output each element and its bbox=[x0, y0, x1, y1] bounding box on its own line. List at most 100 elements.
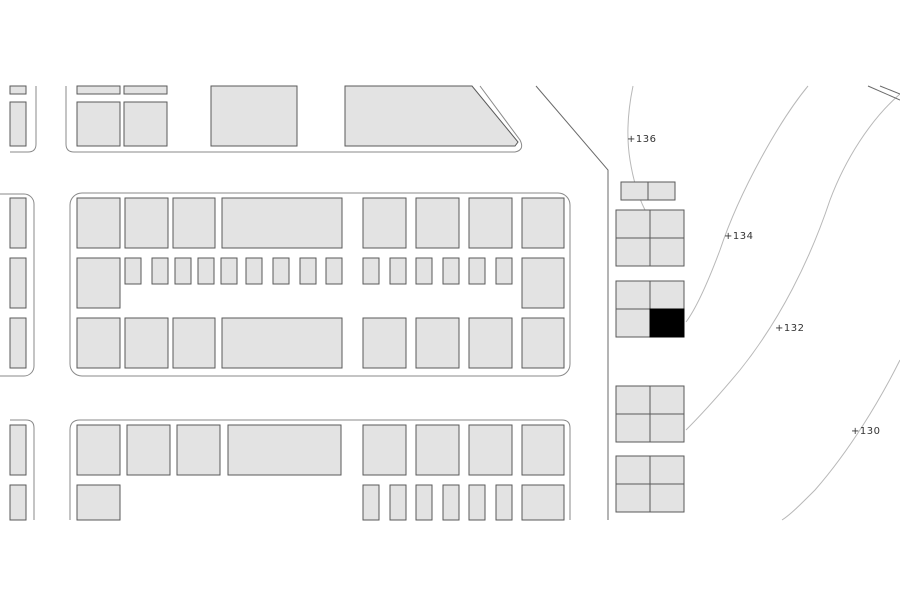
building bbox=[615, 308, 651, 338]
block-west-bottom bbox=[10, 419, 35, 520]
building bbox=[9, 257, 27, 309]
building bbox=[495, 257, 513, 285]
building bbox=[615, 209, 651, 239]
building bbox=[415, 317, 460, 369]
building bbox=[151, 257, 169, 285]
buildings bbox=[9, 85, 685, 521]
building bbox=[9, 197, 27, 249]
building bbox=[389, 484, 407, 521]
block-north bbox=[65, 85, 523, 153]
building bbox=[221, 317, 343, 369]
building bbox=[124, 257, 142, 285]
building bbox=[362, 484, 380, 521]
building bbox=[521, 317, 565, 369]
contour-130 bbox=[781, 359, 900, 521]
building bbox=[649, 385, 685, 415]
building bbox=[362, 257, 380, 285]
building bbox=[521, 484, 565, 521]
building bbox=[9, 101, 27, 147]
building bbox=[9, 317, 27, 369]
building bbox=[123, 101, 168, 147]
roads bbox=[535, 85, 900, 520]
building bbox=[615, 483, 651, 513]
road-northeast bbox=[867, 85, 900, 101]
building bbox=[172, 197, 216, 249]
building bbox=[344, 85, 519, 147]
building bbox=[495, 484, 513, 521]
building bbox=[649, 209, 685, 239]
building bbox=[521, 197, 565, 249]
building bbox=[615, 413, 651, 443]
building bbox=[76, 85, 121, 95]
elevation-label-132: +132 bbox=[775, 323, 804, 334]
elevation-labels: +136 +134 +132 +130 bbox=[627, 134, 880, 437]
block-south bbox=[69, 419, 571, 520]
building bbox=[649, 237, 685, 267]
building bbox=[649, 483, 685, 513]
building bbox=[615, 237, 651, 267]
building bbox=[325, 257, 343, 285]
building bbox=[220, 257, 238, 285]
building bbox=[521, 257, 565, 309]
building bbox=[76, 101, 121, 147]
building bbox=[9, 85, 27, 95]
elevation-label-134: +134 bbox=[724, 231, 753, 242]
building bbox=[415, 197, 460, 249]
contour-132 bbox=[685, 93, 900, 431]
building bbox=[124, 317, 169, 369]
elevation-label-130: +130 bbox=[851, 426, 880, 437]
building bbox=[174, 257, 192, 285]
building bbox=[442, 484, 460, 521]
building bbox=[272, 257, 290, 285]
building bbox=[124, 197, 169, 249]
building bbox=[176, 424, 221, 476]
building bbox=[468, 197, 513, 249]
building bbox=[76, 317, 121, 369]
building bbox=[389, 257, 407, 285]
building bbox=[468, 257, 486, 285]
building bbox=[172, 317, 216, 369]
contour-134 bbox=[685, 85, 809, 323]
elevation-label-136: +136 bbox=[627, 134, 656, 145]
building bbox=[126, 424, 171, 476]
building bbox=[415, 424, 460, 476]
building bbox=[620, 181, 649, 201]
building bbox=[362, 424, 407, 476]
building bbox=[9, 484, 27, 521]
building bbox=[197, 257, 215, 285]
building bbox=[442, 257, 460, 285]
building bbox=[362, 317, 407, 369]
building bbox=[647, 181, 676, 201]
building bbox=[468, 424, 513, 476]
building bbox=[415, 257, 433, 285]
building bbox=[299, 257, 317, 285]
building bbox=[210, 85, 298, 147]
block-west-top bbox=[10, 86, 37, 153]
road-northeast-2 bbox=[879, 85, 900, 95]
building bbox=[649, 455, 685, 485]
block-central bbox=[69, 192, 571, 377]
building bbox=[362, 197, 407, 249]
building bbox=[221, 197, 343, 249]
building bbox=[9, 424, 27, 476]
building bbox=[521, 424, 565, 476]
building bbox=[649, 413, 685, 443]
building bbox=[649, 280, 685, 310]
building bbox=[245, 257, 263, 285]
building bbox=[76, 257, 121, 309]
building bbox=[415, 484, 433, 521]
building bbox=[227, 424, 342, 476]
building-highlighted bbox=[649, 308, 685, 338]
block-outlines bbox=[0, 85, 571, 520]
building bbox=[468, 484, 486, 521]
block-west-mid bbox=[0, 193, 35, 377]
building bbox=[615, 455, 651, 485]
building bbox=[76, 197, 121, 249]
building bbox=[615, 280, 651, 310]
building bbox=[123, 85, 168, 95]
building bbox=[76, 484, 121, 521]
building bbox=[615, 385, 651, 415]
building bbox=[468, 317, 513, 369]
building bbox=[76, 424, 121, 476]
